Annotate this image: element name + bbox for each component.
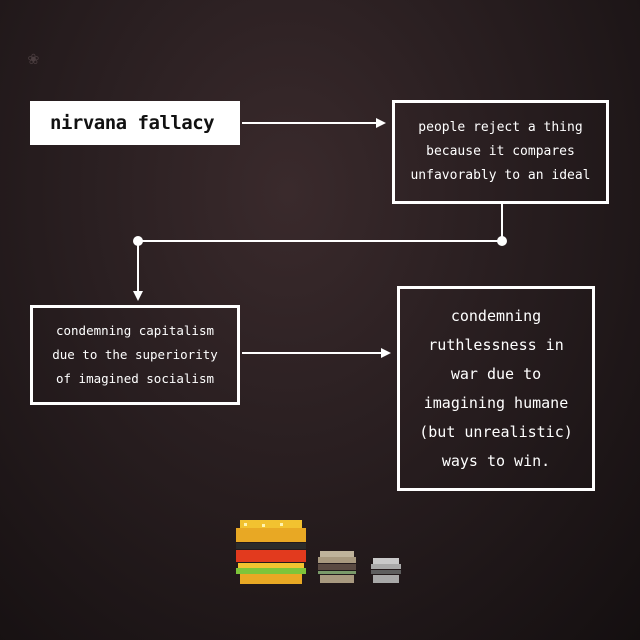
burger-small-icon xyxy=(371,558,401,583)
burger-medium-icon xyxy=(318,551,356,583)
example-1-text: condemning capitalism due to the superio… xyxy=(52,323,218,386)
definition-box: people reject a thing because it compare… xyxy=(392,100,609,204)
connector-dot-left xyxy=(133,236,143,246)
title-text: nirvana fallacy xyxy=(50,112,215,134)
example-2-text: condemning ruthlessness in war due to im… xyxy=(419,306,573,470)
example-2-box: condemning ruthlessness in war due to im… xyxy=(397,286,595,491)
definition-text: people reject a thing because it compare… xyxy=(410,120,591,183)
logo-mark-icon: ❀ xyxy=(28,48,39,69)
burger-large-icon xyxy=(236,520,306,584)
example-1-box: condemning capitalism due to the superio… xyxy=(30,305,240,405)
title-box: nirvana fallacy xyxy=(30,101,240,145)
connector-dot-right xyxy=(497,236,507,246)
connector-definition-to-example-1 xyxy=(133,204,503,301)
